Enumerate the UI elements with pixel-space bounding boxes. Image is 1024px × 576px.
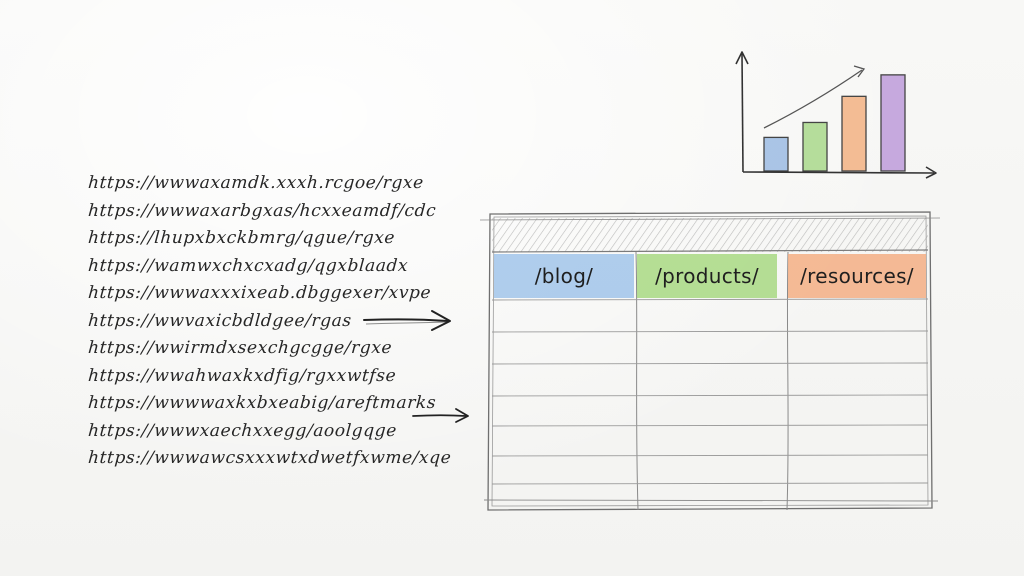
arrow-right-icon (363, 310, 451, 331)
url-item: https://lhupxbxckbmrg/qgue/rgxe (87, 228, 396, 248)
url-item: https://wwwaxxxixeab.dbggexer/xvpe (87, 283, 432, 303)
url-item: https://wwwaxarbgxas/hcxxeamdf/cdc (87, 200, 437, 221)
column-header-blog: /blog/ (494, 254, 634, 298)
url-item: https://wwwxaechxxegg/aoolgqge (87, 420, 398, 441)
y-axis (741, 53, 744, 173)
url-item: https://wwwawcsxxxwtxdwetfxwme/xqe (87, 448, 453, 468)
arrow-right-icon (412, 408, 469, 423)
x-axis (742, 171, 935, 174)
column-header-label: /resources/ (800, 264, 914, 288)
x-axis-arrow-icon (925, 166, 937, 179)
spreadsheet-grid (479, 211, 941, 511)
chart-bar-2 (802, 121, 828, 172)
trend-arrow (763, 69, 863, 129)
url-item: https://wwahwaxkxdfig/rgxxwtfse (87, 365, 397, 386)
column-header-resources: /resources/ (788, 254, 926, 298)
chart-bar-4 (880, 74, 906, 172)
column-header-label: /products/ (655, 264, 759, 288)
chart-bar-1 (763, 136, 789, 172)
bar-chart-sketch (730, 44, 942, 180)
column-header-products: /products/ (637, 254, 777, 298)
url-item: https://wwirmdxsexchgcgge/rgxe (87, 338, 393, 358)
bar-chart (735, 51, 937, 179)
url-item: https://wamwxchxcxadg/qgxblaadx (87, 255, 409, 276)
url-item: https://wwwaxamdk.xxxh.rcgoe/rgxe (87, 173, 425, 193)
chart-bar-3 (841, 95, 867, 172)
url-item: https://wwwwaxkxbxeabig/areftmarks (87, 393, 437, 413)
y-axis-arrow-icon (735, 51, 749, 65)
spreadsheet-sketch (478, 208, 942, 518)
column-header-label: /blog/ (534, 264, 594, 288)
trend-arrow-head-icon (853, 65, 866, 78)
